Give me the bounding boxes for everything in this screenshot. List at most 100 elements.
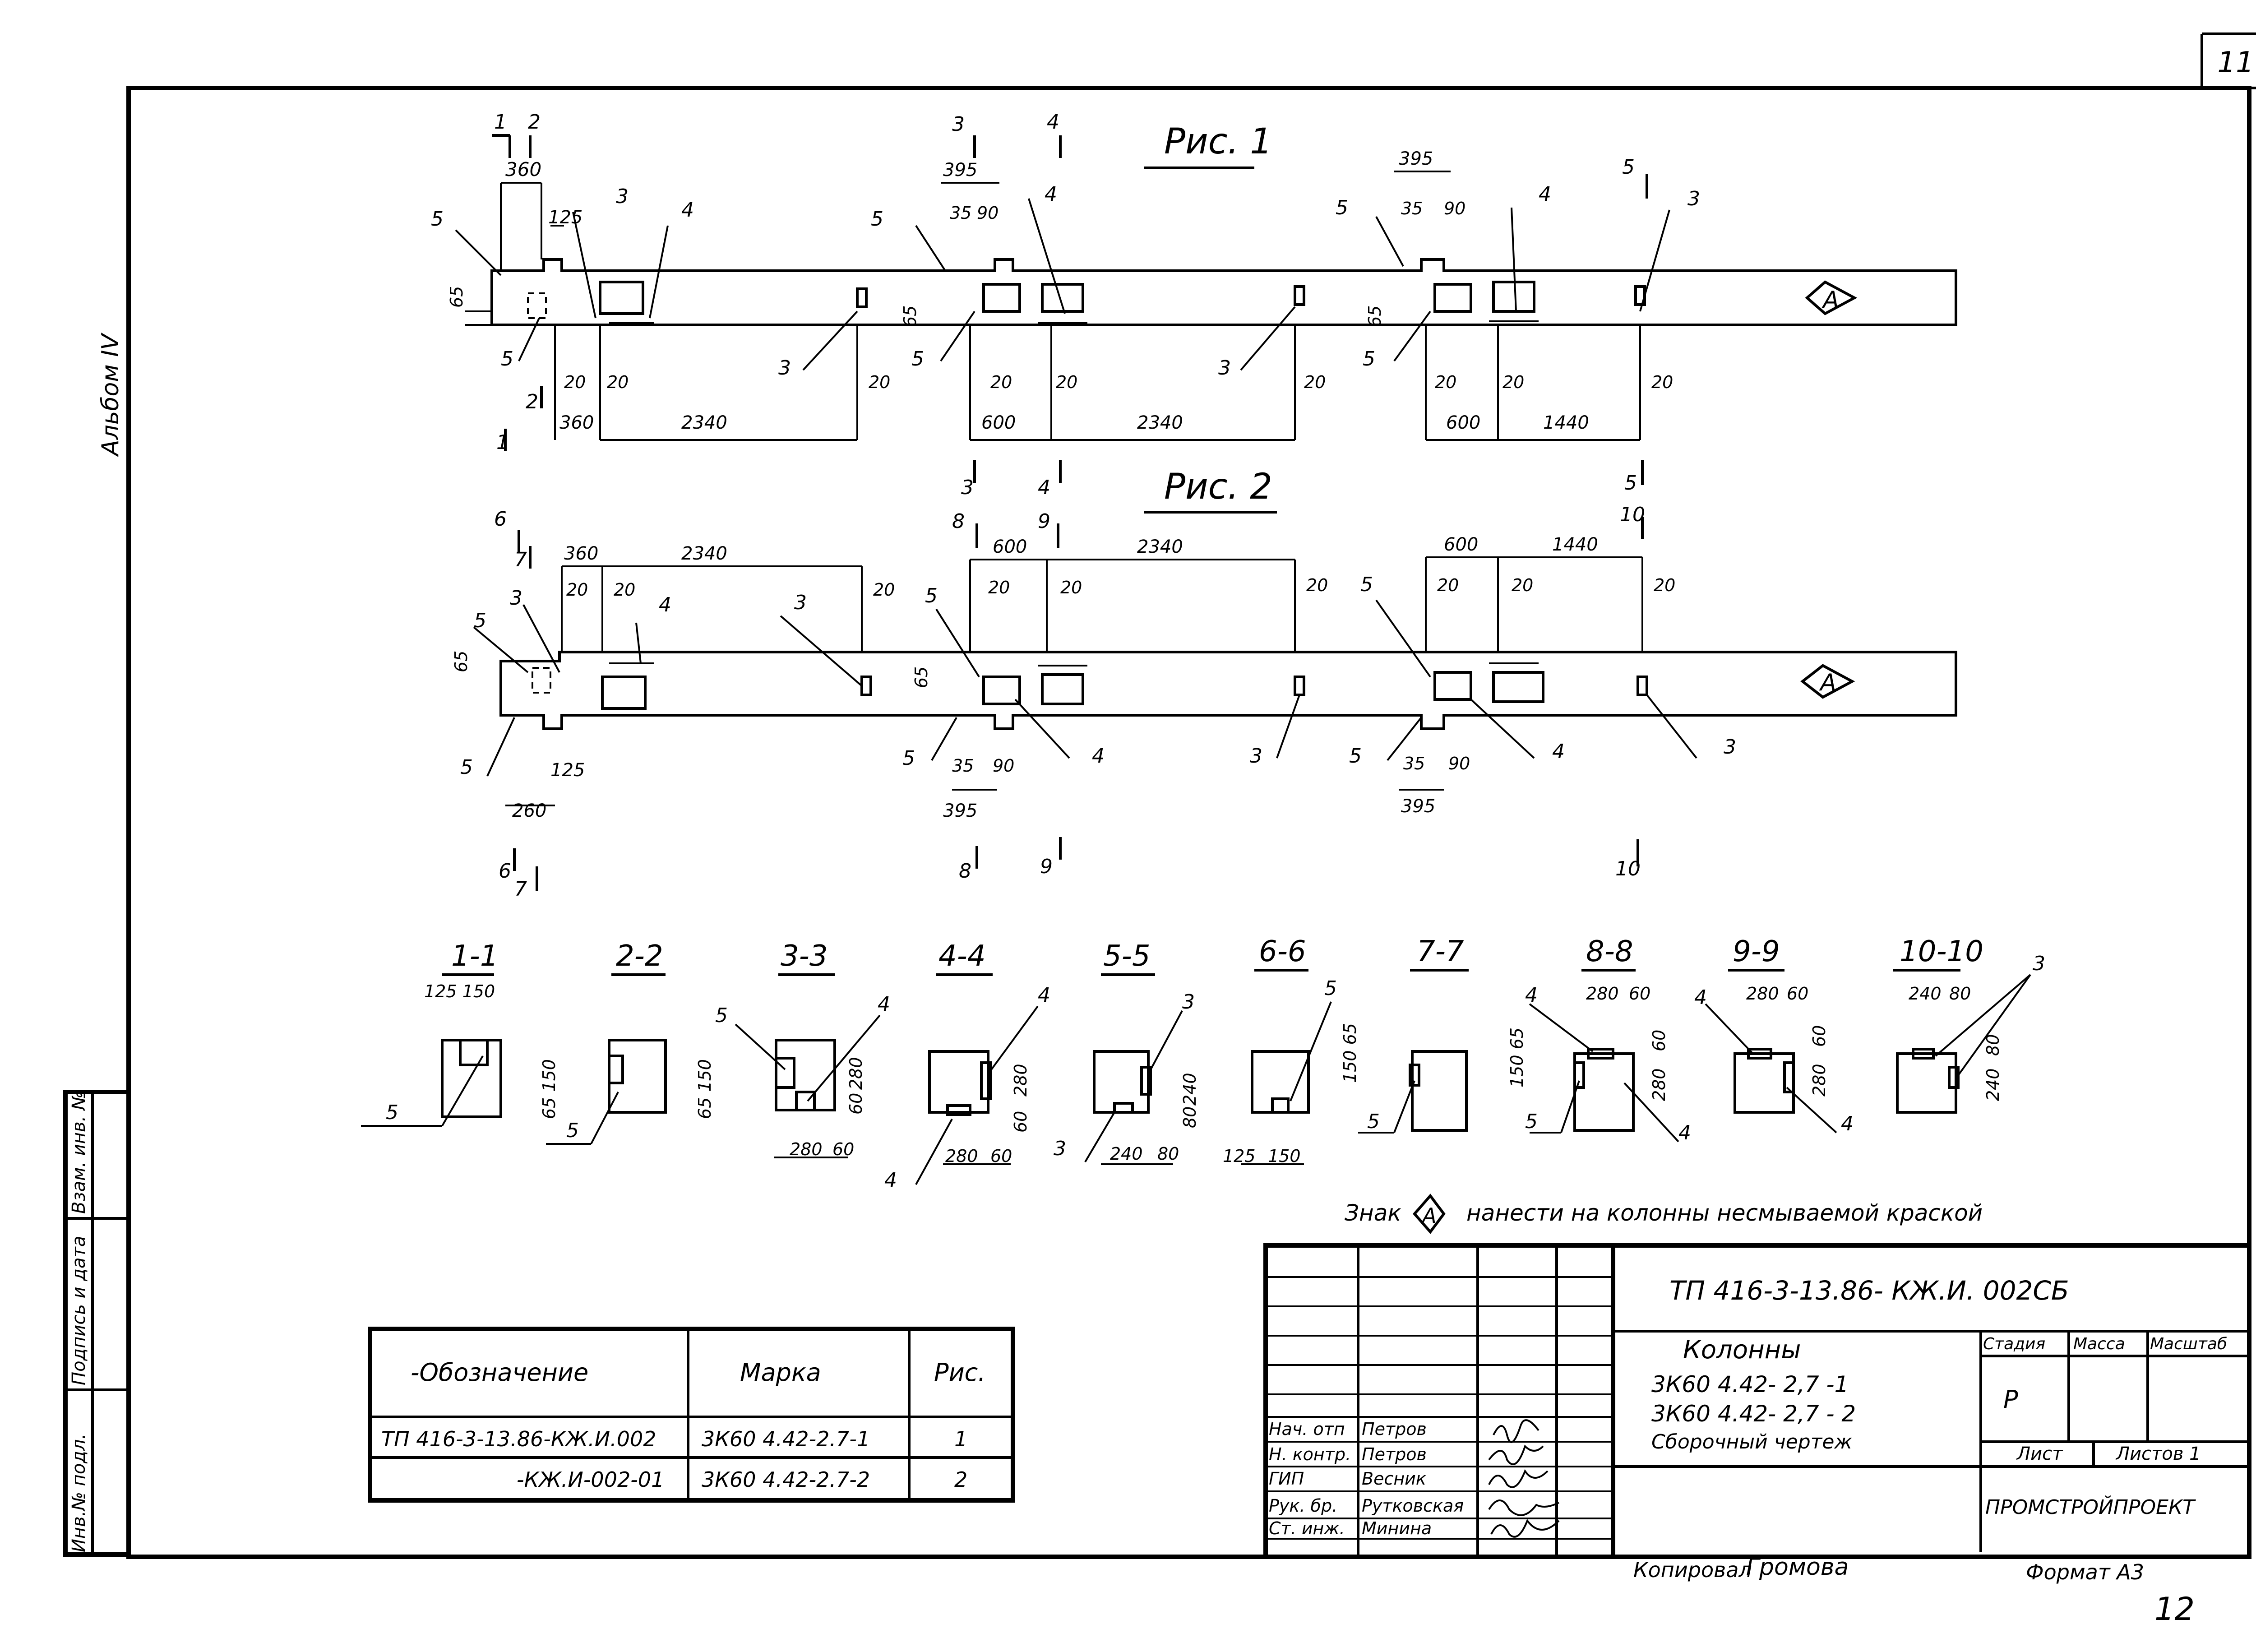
svg-text:125: 125 xyxy=(550,760,585,781)
svg-text:5: 5 xyxy=(501,347,513,370)
svg-text:280: 280 xyxy=(1586,984,1619,1004)
drawing-frame xyxy=(126,86,2251,1559)
svg-text:3: 3 xyxy=(778,356,791,379)
svg-text:20: 20 xyxy=(564,372,586,392)
svg-text:280: 280 xyxy=(1011,1064,1031,1097)
svg-text:20: 20 xyxy=(1056,372,1077,392)
svg-text:4: 4 xyxy=(1038,476,1050,499)
svg-text:2: 2 xyxy=(526,390,538,413)
svg-text:5: 5 xyxy=(431,208,444,231)
sheet-number: 11 xyxy=(2217,46,2254,79)
svg-text:Лист: Лист xyxy=(2016,1444,2063,1464)
svg-text:90: 90 xyxy=(977,203,999,223)
svg-text:5: 5 xyxy=(474,609,486,632)
svg-text:Громова: Громова xyxy=(1746,1554,1849,1581)
svg-text:35: 35 xyxy=(1403,754,1425,773)
svg-text:4: 4 xyxy=(659,593,671,616)
svg-text:А: А xyxy=(1421,1203,1436,1228)
svg-text:260: 260 xyxy=(512,801,546,821)
svg-text:3: 3 xyxy=(952,113,965,136)
svg-text:20: 20 xyxy=(988,578,1010,597)
svg-text:60: 60 xyxy=(1649,1030,1669,1051)
svg-text:20: 20 xyxy=(1651,372,1673,392)
svg-text:4: 4 xyxy=(1678,1121,1691,1144)
svg-text:Марка: Марка xyxy=(740,1358,821,1387)
svg-text:35: 35 xyxy=(950,203,971,223)
svg-text:125: 125 xyxy=(1223,1146,1256,1166)
svg-text:395: 395 xyxy=(943,801,977,821)
sections-row: 1-1 125 150 5 2-2 65 150 5 3-3 65 150 28… xyxy=(361,935,2045,1192)
svg-text:3: 3 xyxy=(2033,952,2045,975)
svg-text:5: 5 xyxy=(902,747,915,770)
svg-text:5: 5 xyxy=(1622,156,1635,179)
svg-text:60: 60 xyxy=(1629,984,1650,1004)
svg-text:20: 20 xyxy=(869,372,890,392)
svg-text:10: 10 xyxy=(1620,503,1645,526)
svg-text:4: 4 xyxy=(884,1169,897,1192)
svg-text:Подпись и дата: Подпись и дата xyxy=(69,1236,89,1385)
svg-text:4: 4 xyxy=(1047,111,1059,134)
svg-text:280: 280 xyxy=(1809,1064,1829,1097)
svg-text:20: 20 xyxy=(566,580,588,600)
svg-text:нанести на колонны несмываемой: нанести на колонны несмываемой краской xyxy=(1466,1200,1983,1226)
svg-text:Масштаб: Масштаб xyxy=(2150,1335,2227,1353)
svg-text:5: 5 xyxy=(1324,977,1337,1000)
svg-text:9-9: 9-9 xyxy=(1733,935,1780,968)
svg-text:20: 20 xyxy=(1437,575,1459,595)
svg-text:Колонны: Колонны xyxy=(1683,1335,1801,1365)
svg-text:7: 7 xyxy=(514,548,527,571)
column-beam-fig1: А xyxy=(490,258,1957,326)
svg-text:10: 10 xyxy=(1615,857,1641,880)
svg-text:395: 395 xyxy=(943,160,977,180)
svg-text:20: 20 xyxy=(1306,575,1328,595)
svg-text:5: 5 xyxy=(1336,196,1348,219)
svg-text:80: 80 xyxy=(1983,1034,2003,1056)
svg-text:10-10: 10-10 xyxy=(1900,935,1983,968)
svg-text:395: 395 xyxy=(1399,148,1433,169)
svg-text:90: 90 xyxy=(993,756,1014,776)
svg-text:5: 5 xyxy=(1363,347,1375,370)
title-block: Нач. отп Н. контр. ГИП Рук. бр. Ст. инж.… xyxy=(1263,1243,2251,1628)
svg-text:125: 125 xyxy=(548,207,582,228)
svg-text:-КЖ.И-002-01: -КЖ.И-002-01 xyxy=(517,1467,664,1492)
svg-text:Рутковская: Рутковская xyxy=(1362,1496,1464,1516)
svg-text:4: 4 xyxy=(1841,1112,1854,1135)
svg-text:5: 5 xyxy=(386,1101,398,1124)
svg-text:280: 280 xyxy=(1746,984,1779,1004)
svg-text:Сборочный чертеж: Сборочный чертеж xyxy=(1651,1430,1852,1453)
svg-text:3: 3 xyxy=(510,587,522,610)
svg-text:Листов 1: Листов 1 xyxy=(2115,1444,2201,1464)
svg-text:150 65: 150 65 xyxy=(1340,1023,1360,1083)
svg-text:5: 5 xyxy=(925,584,938,607)
svg-text:-Обозначение: -Обозначение xyxy=(411,1358,588,1387)
svg-text:20: 20 xyxy=(607,372,629,392)
svg-text:Минина: Минина xyxy=(1362,1518,1432,1538)
svg-text:35: 35 xyxy=(1401,199,1423,218)
svg-text:4: 4 xyxy=(1038,984,1050,1007)
svg-text:4: 4 xyxy=(1694,986,1707,1009)
svg-text:2: 2 xyxy=(528,111,541,134)
svg-text:Формат А3: Формат А3 xyxy=(2026,1560,2144,1584)
svg-text:20: 20 xyxy=(614,580,635,600)
svg-text:8-8: 8-8 xyxy=(1586,935,1633,968)
svg-text:80: 80 xyxy=(1949,984,1971,1004)
svg-text:150: 150 xyxy=(1268,1146,1301,1166)
svg-text:90: 90 xyxy=(1444,199,1465,218)
svg-text:150 65: 150 65 xyxy=(1507,1027,1527,1087)
svg-text:240: 240 xyxy=(1909,984,1942,1004)
svg-text:5: 5 xyxy=(1525,1110,1538,1133)
spec-table: -Обозначение Марка Рис. ТП 416-3-13.86-К… xyxy=(368,1327,1015,1503)
fig1-annotations: 360 125 65 360 2340 20 20 20 600 2340 20… xyxy=(431,111,1700,499)
svg-text:Копировал: Копировал xyxy=(1633,1558,1752,1582)
svg-text:600: 600 xyxy=(1444,534,1478,555)
svg-text:4: 4 xyxy=(1539,183,1551,206)
side-stamp: Инв.№ подл. Подпись и дата Взам. инв. № xyxy=(63,1090,131,1557)
marker-a-fig1: А xyxy=(1821,287,1839,314)
svg-text:4: 4 xyxy=(1092,745,1105,768)
svg-text:7-7: 7-7 xyxy=(1417,935,1464,968)
svg-text:3: 3 xyxy=(1218,356,1231,379)
svg-text:20: 20 xyxy=(1512,575,1533,595)
svg-text:5: 5 xyxy=(460,756,473,779)
svg-text:5: 5 xyxy=(1360,573,1373,596)
svg-text:Инв.№ подл.: Инв.№ подл. xyxy=(69,1434,89,1552)
